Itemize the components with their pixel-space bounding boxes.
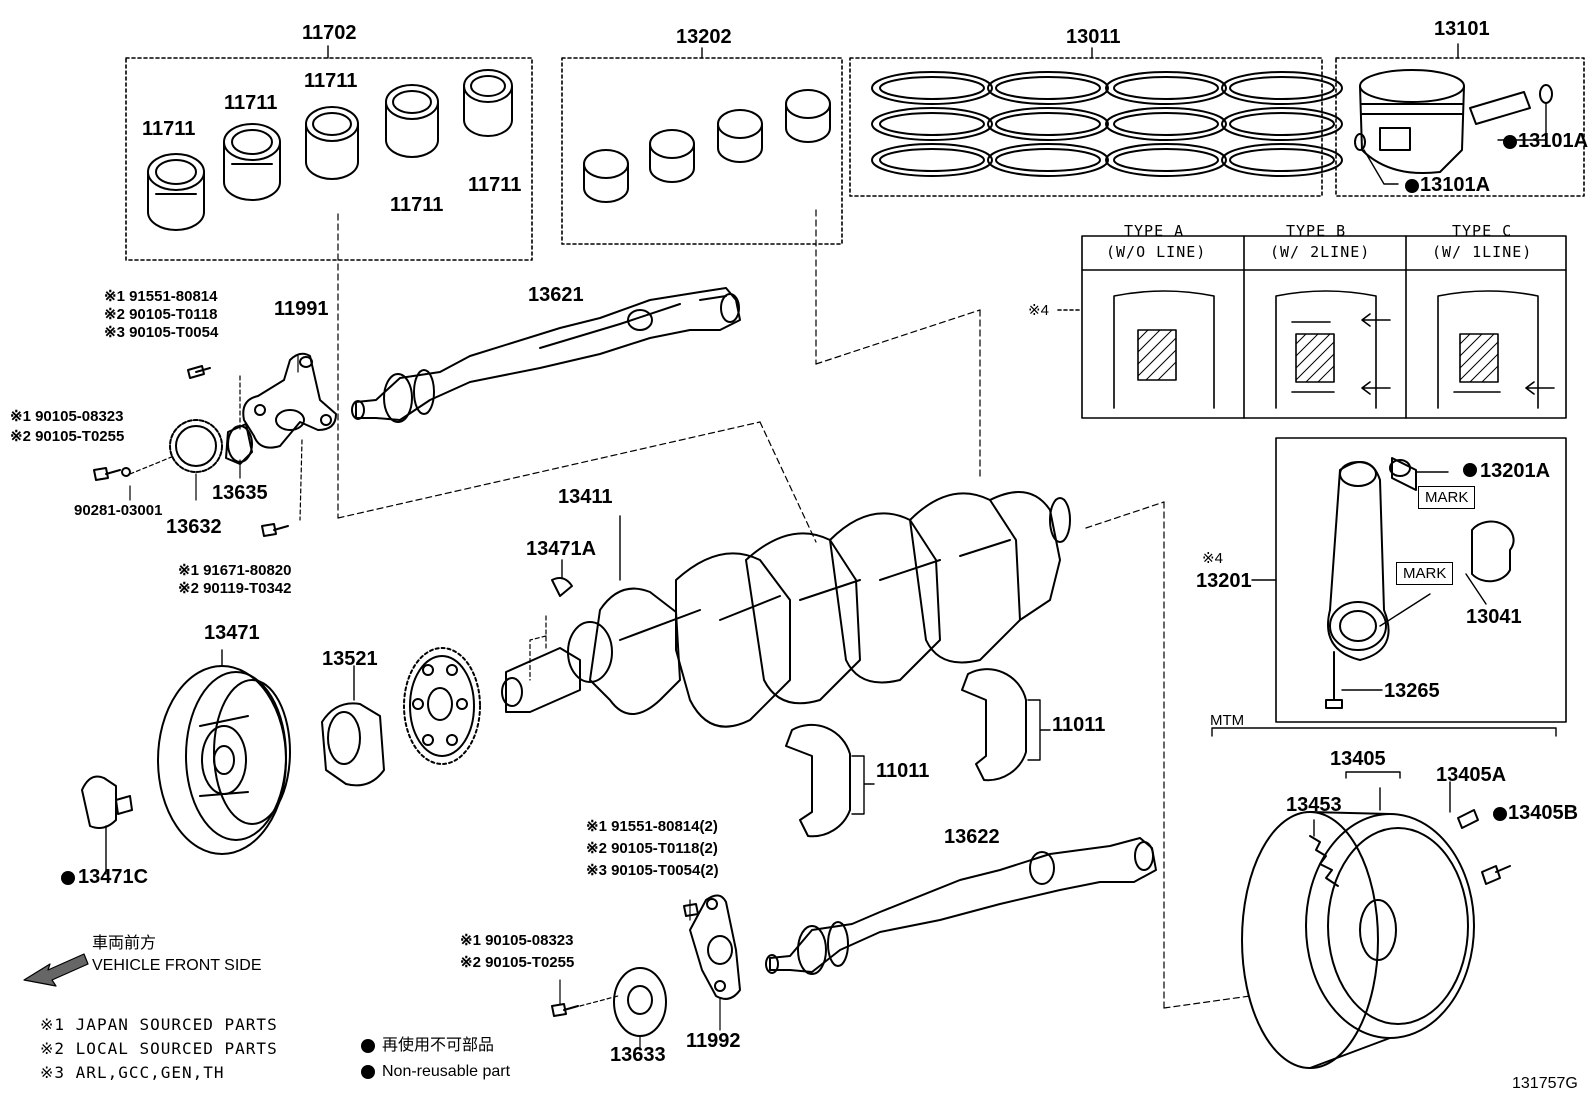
note-bolt-bottom-2: ※2 90105-T0118(2)	[586, 840, 718, 857]
cam-gear-top	[93, 352, 337, 537]
note-bolt-top-1: ※1 91551-80814	[104, 288, 218, 305]
label-washer: 90281-03001	[74, 502, 163, 519]
legend-front-jp: 車両前方	[92, 935, 157, 952]
flywheel	[1211, 727, 1557, 1069]
note-bolt-top-2: ※2 90105-T0118	[104, 306, 218, 323]
label-cam-gear-top: 13632	[166, 516, 222, 538]
label-ring-gear: 13453	[1286, 794, 1342, 816]
legend-source-2: ※2 LOCAL SOURCED PARTS	[40, 1039, 278, 1058]
legend-source-3: ※3 ARL,GCC,GEN,TH	[40, 1063, 225, 1082]
assembly-lines	[337, 209, 1251, 1009]
note-bolt-bottom-1: ※1 91551-80814(2)	[586, 818, 718, 835]
label-kit-rings: 13011	[1066, 26, 1121, 48]
label-thrust-washer: 11011	[876, 760, 930, 782]
label-main-bearing: 11711	[304, 70, 358, 92]
main-bearing-shells	[147, 69, 513, 231]
legend-nonreuse-jp: 再使用不可部品	[382, 1037, 495, 1054]
label-kit-rod-bearing: 13202	[676, 26, 732, 48]
cam-gear-bottom	[551, 894, 741, 1051]
mark-box: MARK	[1396, 562, 1454, 585]
legend-front-en: VEHICLE FRONT SIDE	[92, 957, 262, 974]
bullet-icon	[61, 871, 75, 885]
label-rod-bolt: 13265	[1384, 680, 1440, 702]
label-camshaft-top: 13621	[528, 284, 584, 306]
ring-kit-frame	[849, 57, 1323, 197]
label-rod-bushing: 13201A	[1480, 460, 1551, 482]
type-b-desc: (W/ 2LINE)	[1270, 243, 1371, 261]
label-main-bearing: 11711	[390, 194, 444, 216]
label-main-bearing: 11711	[468, 174, 522, 196]
front-arrow	[23, 953, 89, 987]
crankshaft	[501, 491, 1071, 728]
camshaft-top	[351, 287, 741, 423]
label-kit-piston: 13101	[1434, 18, 1490, 40]
piston-drawing	[1354, 69, 1553, 185]
label-connecting-rod: 13201	[1196, 570, 1252, 592]
thrust-washers	[785, 668, 1051, 838]
bullet-icon	[1503, 135, 1517, 149]
bullet-icon	[361, 1039, 375, 1053]
label-main-bearing: 11711	[224, 92, 278, 114]
label-main-bearing: 11711	[142, 118, 196, 140]
note-bolt-gear-2: ※2 90105-T0255	[10, 428, 125, 445]
crank-sprockets	[321, 647, 481, 787]
note-bolt-top-3: ※3 90105-T0054	[104, 324, 219, 341]
label-pulley-bolt: 13471C	[78, 866, 149, 888]
label-kit-main-bearing: 11702	[302, 22, 357, 44]
note-bolt-bottom-gear-2: ※2 90105-T0255	[460, 954, 575, 971]
label-crankshaft: 13411	[558, 486, 613, 508]
label-sprocket: 13521	[322, 648, 378, 670]
label-cam-gear-bottom: 13633	[610, 1044, 666, 1066]
ref4-table: ※4	[1028, 302, 1049, 319]
label-camshaft-bottom: 13622	[944, 826, 1000, 848]
bullet-icon	[1493, 807, 1507, 821]
note-bolt-bottom-gear-1: ※1 90105-08323	[460, 932, 574, 949]
type-c-desc: (W/ 1LINE)	[1432, 243, 1533, 261]
note-bolt-plate-1: ※1 91671-80820	[178, 562, 292, 579]
bullet-icon	[1405, 179, 1419, 193]
label-collar: 13635	[212, 482, 268, 504]
label-cam-plate-bottom: 11992	[686, 1030, 741, 1052]
type-a-name: TYPE A	[1124, 222, 1185, 240]
note-bolt-plate-2: ※2 90119-T0342	[178, 580, 292, 597]
label-rod-bearing: 13041	[1466, 606, 1522, 628]
label-flywheel: 13405	[1330, 748, 1386, 770]
label-thrust-washer: 11011	[1052, 714, 1106, 736]
label-crank-pulley: 13471	[204, 622, 260, 644]
crank-pulley	[81, 649, 291, 875]
type-table	[1057, 235, 1567, 419]
ref4-rod: ※4	[1202, 550, 1223, 567]
drawing-number: 131757G	[1512, 1075, 1578, 1092]
type-a-desc: (W/O LINE)	[1106, 243, 1207, 261]
bullet-icon	[361, 1065, 375, 1079]
label-flywheel-pin: 13405A	[1436, 764, 1507, 786]
label-cam-plate-top: 11991	[274, 298, 329, 320]
bullet-icon	[1463, 463, 1477, 477]
label-piston-pin-clip: 13101A	[1420, 174, 1491, 196]
rod-bearing-shells	[583, 89, 831, 203]
mark-box: MARK	[1418, 486, 1476, 509]
label-flywheel-bolt: 13405B	[1508, 802, 1579, 824]
piston-ring-sets	[871, 71, 1343, 177]
note-bolt-bottom-3: ※3 90105-T0054(2)	[586, 862, 719, 879]
note-bolt-gear-1: ※1 90105-08323	[10, 408, 124, 425]
type-c-name: TYPE C	[1452, 222, 1513, 240]
legend-nonreuse-en: Non-reusable part	[382, 1063, 511, 1080]
legend-source-1: ※1 JAPAN SOURCED PARTS	[40, 1015, 278, 1034]
label-mtm: MTM	[1210, 712, 1245, 729]
label-piston-pin-clip: 13101A	[1518, 130, 1589, 152]
type-b-name: TYPE B	[1286, 222, 1347, 240]
kit-leaders	[327, 43, 1459, 59]
main-bearing-kit-frame	[125, 57, 533, 261]
label-crank-key: 13471A	[526, 538, 597, 560]
camshaft-bottom	[765, 837, 1157, 975]
piston-kit-frame	[1335, 57, 1585, 197]
